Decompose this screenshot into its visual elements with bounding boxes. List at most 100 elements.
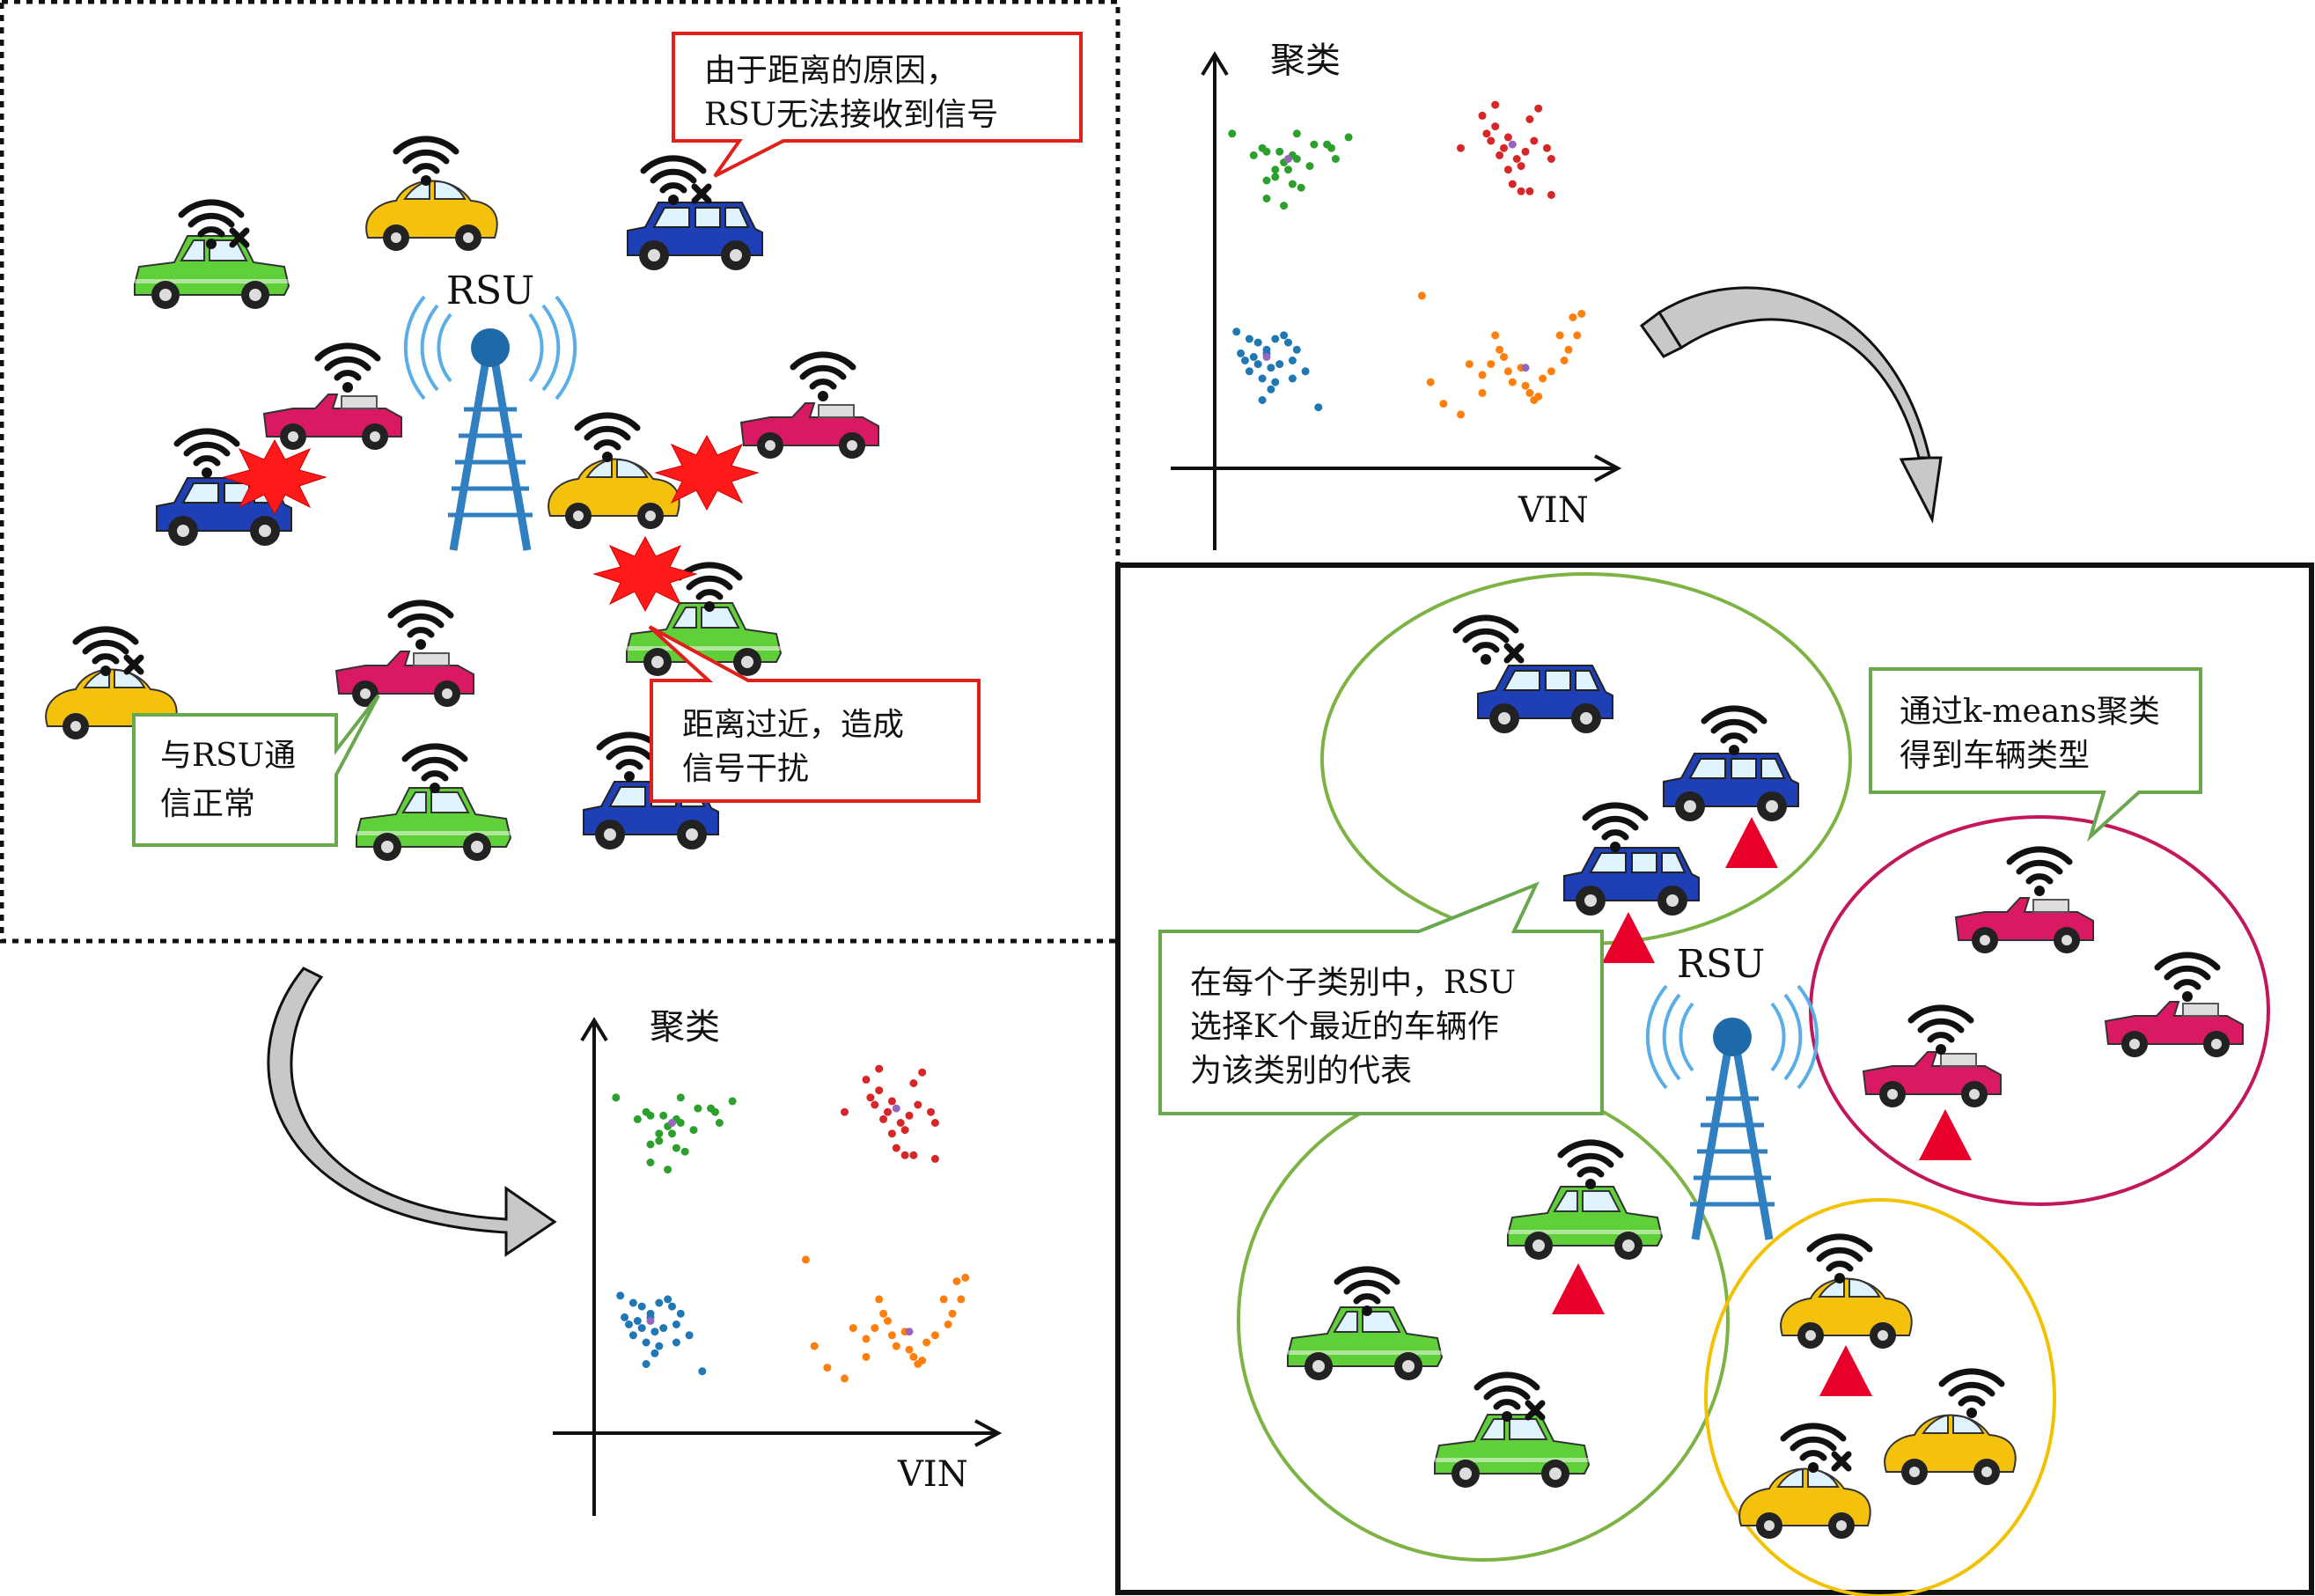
convertible-icon <box>1863 1051 2002 1108</box>
suv-icon <box>1563 847 1700 916</box>
scatter-point <box>1478 388 1487 397</box>
scatter-point <box>633 1114 642 1123</box>
scatter-point <box>1288 374 1297 383</box>
scatter-point <box>1288 357 1297 364</box>
scatter-point <box>616 1291 625 1300</box>
scatter-point <box>909 1151 918 1159</box>
scatter-point <box>1508 378 1517 386</box>
scatter-point <box>1271 335 1280 343</box>
scatter-point <box>655 1129 664 1138</box>
chart-bottom-ylabel: 聚类 <box>650 1007 720 1048</box>
scatter-point <box>1508 140 1517 149</box>
scatter-point <box>646 1317 655 1325</box>
curved-arrow-icon <box>267 967 557 1257</box>
scatter-point <box>918 1357 927 1364</box>
scatter-point <box>1245 335 1253 343</box>
scatter-point <box>646 1158 655 1166</box>
scatter-point <box>646 1111 655 1120</box>
chart-top-ylabel: 聚类 <box>1270 40 1341 81</box>
scatter-chart-bottom: 聚类 VIN <box>553 1007 1003 1516</box>
scatter-point <box>1517 187 1525 195</box>
scatter-point <box>892 1144 900 1152</box>
callout-normal-line2: 信正常 <box>160 786 255 822</box>
car-icon <box>1434 1414 1590 1489</box>
convertible-icon <box>335 651 474 708</box>
scatter-point <box>1478 111 1487 120</box>
scatter-point <box>637 1302 646 1311</box>
scatter-point <box>909 1352 918 1361</box>
scatter-point <box>922 1338 931 1347</box>
scatter-point <box>823 1364 832 1372</box>
scatter-point <box>1512 155 1521 163</box>
scatter-point <box>1547 367 1555 376</box>
scatter-point <box>646 1140 655 1149</box>
wifi-icon <box>1585 805 1645 852</box>
callout-kmeans-line2: 得到车辆类型 <box>1900 738 2090 774</box>
scatter-point <box>628 1298 637 1307</box>
scatter-point <box>957 1295 966 1304</box>
scatter-point <box>1228 129 1237 138</box>
scatter-point <box>1503 367 1512 376</box>
scatter-point <box>909 1079 918 1087</box>
representative-triangle-icon <box>1819 1345 1872 1396</box>
scatter-point <box>668 1302 676 1311</box>
scatter-point <box>668 1129 676 1138</box>
callout-distance: 由于距离的原因， RSU无法接收到信号 <box>672 32 1083 178</box>
callout-select-line3: 为该类别的代表 <box>1190 1053 1412 1089</box>
car-icon <box>1780 1277 1913 1350</box>
scatter-point <box>1292 129 1301 138</box>
scatter-point <box>927 1107 935 1116</box>
scatter-point <box>1487 136 1496 145</box>
callout-distance-line2: RSU无法接收到信号 <box>704 97 998 133</box>
scatter-point <box>841 1374 849 1383</box>
callout-kmeans: 通过k-means聚类 得到车辆类型 <box>1869 667 2202 842</box>
car-icon <box>548 458 680 530</box>
scatter-point <box>1521 147 1530 156</box>
wifi-icon <box>391 603 451 650</box>
scatter-point <box>1491 122 1500 131</box>
scatter-point <box>1237 349 1246 357</box>
scatter-point <box>914 1100 922 1109</box>
scatter-point <box>1241 357 1249 364</box>
scatter-point <box>948 1309 957 1318</box>
callout-select-line2: 选择K个最近的车辆作 <box>1190 1009 1499 1045</box>
scatter-point <box>1525 388 1534 397</box>
scatter-point <box>637 1324 646 1333</box>
representative-triangle-icon <box>1552 1263 1605 1314</box>
scatter-point <box>896 1119 905 1127</box>
suv-icon <box>627 202 763 271</box>
scatter-point <box>1534 104 1543 113</box>
scatter-point <box>1267 364 1275 372</box>
car-icon <box>1738 1467 1871 1540</box>
scatter-point <box>1465 360 1474 369</box>
scatter-point <box>1258 374 1267 383</box>
scatter-point <box>1344 133 1353 142</box>
scatter-point <box>659 1324 668 1333</box>
wifi-icon <box>1561 1143 1620 1189</box>
clustering-panel <box>1115 563 2314 1595</box>
scatter-point <box>1292 155 1301 163</box>
rsu-label: RSU <box>1677 942 1765 987</box>
cluster-pink-circle <box>1809 815 2270 1206</box>
suv-icon <box>1477 665 1613 734</box>
car-icon <box>365 180 498 252</box>
scatter-point <box>672 1144 680 1152</box>
scatter-point <box>1573 331 1582 340</box>
scatter-point <box>849 1324 857 1333</box>
scatter-point <box>879 1114 888 1123</box>
scatter-point <box>1253 360 1262 369</box>
scatter-point <box>1426 378 1435 386</box>
callout-distance-line1: 由于距离的原因， <box>704 53 958 89</box>
scatter-point <box>1327 143 1335 152</box>
scatter-point <box>810 1342 819 1350</box>
scatter-point <box>676 1309 685 1318</box>
scatter-point <box>1262 176 1271 185</box>
scatter-point <box>698 1367 707 1376</box>
scatter-chart-top: 聚类 VIN <box>1171 40 1622 550</box>
chart-top-xlabel: VIN <box>1518 490 1589 531</box>
scatter-point <box>1284 165 1292 174</box>
callout-interference: 距离过近，造成 信号干扰 <box>648 625 981 803</box>
scatter-point <box>1271 173 1280 181</box>
scatter-point <box>1525 187 1534 195</box>
scatter-point <box>1301 367 1310 376</box>
